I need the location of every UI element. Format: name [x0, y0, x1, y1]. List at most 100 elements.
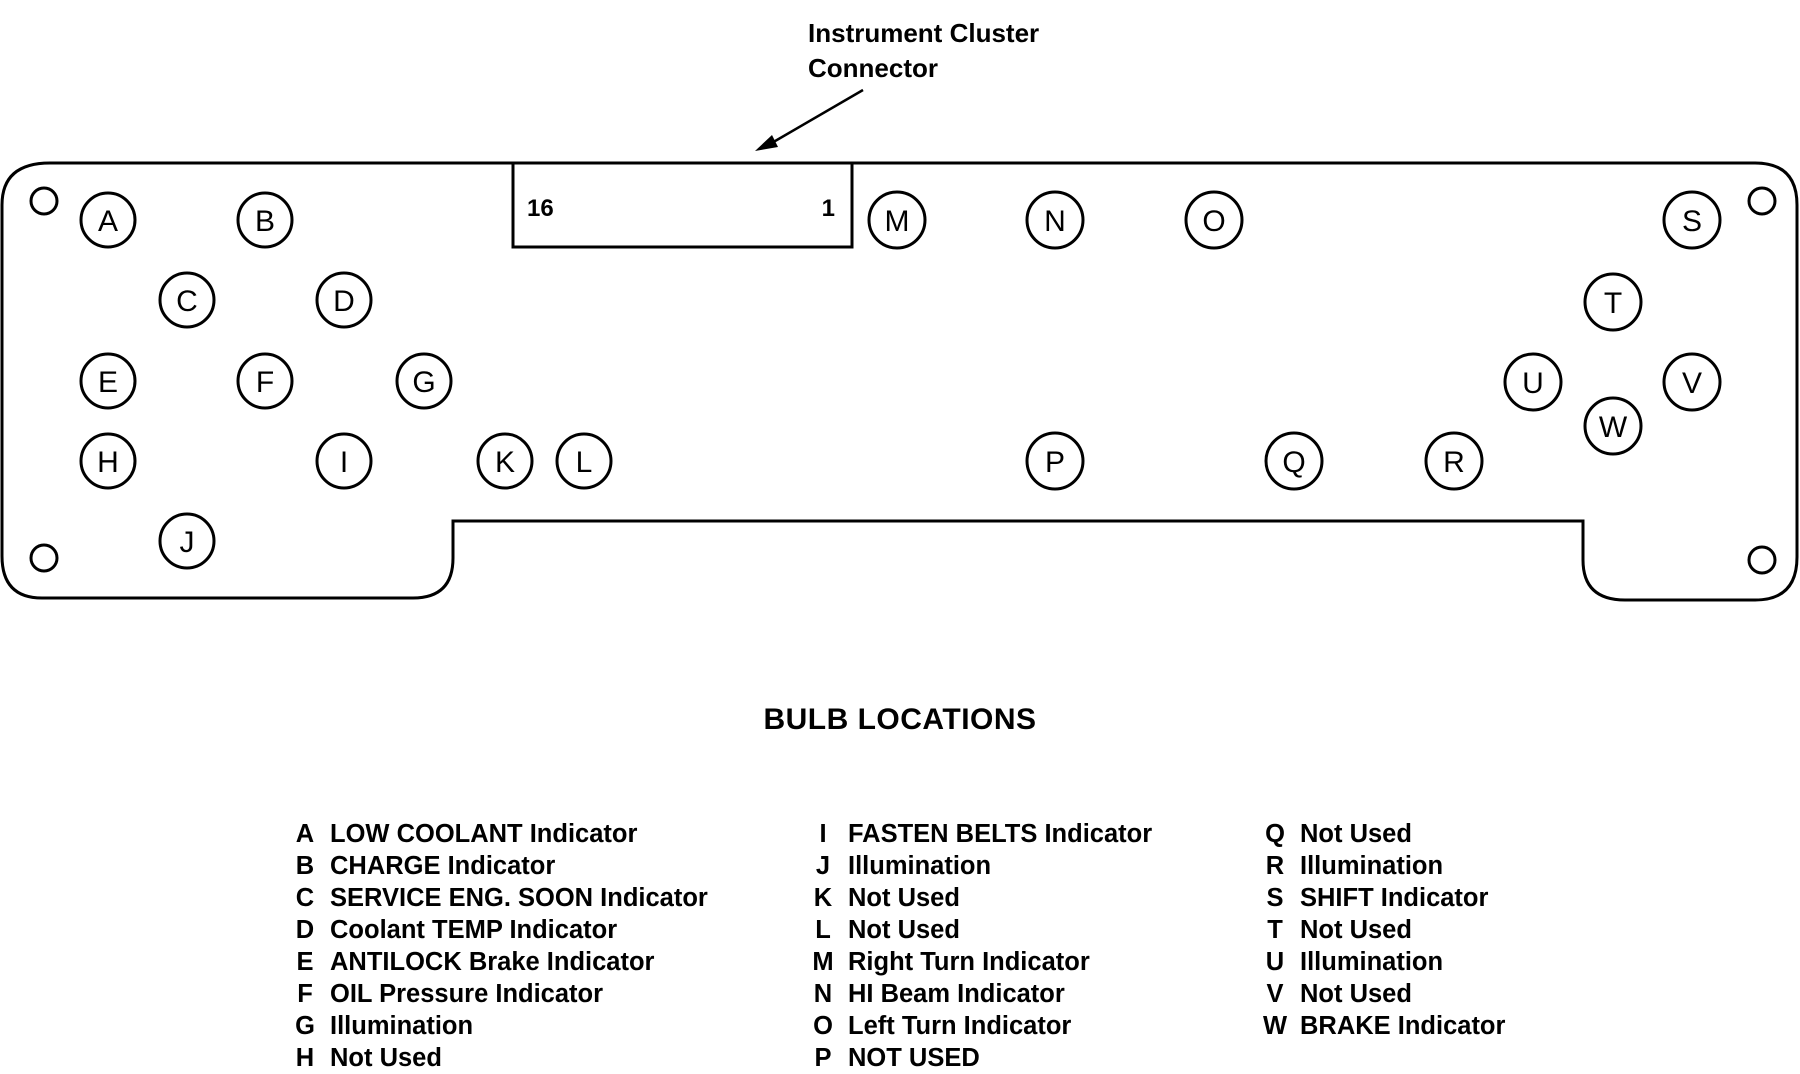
bulb-socket-V: V [1662, 352, 1722, 412]
legend-description: Illumination [848, 852, 992, 880]
legend-letter: F [297, 980, 313, 1008]
legend-description: Not Used [330, 1044, 442, 1072]
circuit-board-outline [0, 161, 1799, 602]
legend-letter: P [814, 1044, 832, 1072]
bulb-socket-S: S [1662, 190, 1722, 250]
bulb-socket-C: C [158, 271, 216, 329]
legend-item: T Not Used [1250, 914, 1505, 946]
legend-letter: K [813, 884, 833, 912]
bulb-label-M: M [885, 205, 910, 238]
bulb-label-W: W [1599, 411, 1628, 444]
bulb-label-G: G [412, 366, 435, 399]
bulb-socket-T: T [1583, 272, 1643, 332]
legend-description: Not Used [848, 884, 960, 912]
bulb-label-D: D [333, 285, 355, 318]
legend-description: HI Beam Indicator [848, 980, 1065, 1008]
bulb-label-K: K [495, 446, 515, 479]
callout-arrow-line [769, 88, 864, 146]
legend-description: Illumination [1300, 948, 1444, 976]
legend-description: Not Used [1300, 916, 1412, 944]
legend-description: Right Turn Indicator [848, 948, 1090, 976]
legend-letter: V [1266, 980, 1284, 1008]
callout-label-line1: Instrument Cluster [808, 18, 1039, 48]
bulb-socket-F: F [236, 352, 294, 410]
legend-item: G Illumination [280, 1010, 708, 1042]
bulb-socket-R: R [1424, 431, 1484, 491]
bulb-socket-U: U [1503, 352, 1563, 412]
legend-letter: I [819, 820, 827, 848]
bulb-socket-J: J [158, 512, 216, 570]
instrument-cluster-connector [511, 161, 854, 249]
bulb-label-F: F [256, 366, 274, 399]
legend-letter: T [1267, 916, 1283, 944]
bulb-label-I: I [340, 446, 348, 479]
bulb-label-L: L [576, 446, 593, 479]
legend-description: Coolant TEMP Indicator [330, 916, 618, 944]
bulb-socket-K: K [476, 432, 534, 490]
connector-pin-1-label: 1 [822, 195, 835, 222]
bulb-label-P: P [1045, 446, 1065, 479]
legend-letter: C [295, 884, 315, 912]
legend-item: F OIL Pressure Indicator [280, 978, 708, 1010]
callout-arrowhead [755, 135, 778, 151]
bulb-label-T: T [1604, 287, 1622, 320]
bulb-label-V: V [1682, 367, 1702, 400]
legend-description: Not Used [1300, 980, 1412, 1008]
legend-letter: O [813, 1012, 833, 1040]
mounting-hole [1747, 186, 1777, 216]
legend-letter: E [296, 948, 314, 976]
mounting-hole [29, 186, 59, 216]
bulb-label-O: O [1202, 205, 1225, 238]
legend-description: NOT USED [848, 1044, 980, 1072]
legend-item: U Illumination [1250, 946, 1505, 978]
legend-letter: N [813, 980, 833, 1008]
bulb-label-H: H [97, 446, 119, 479]
legend-letter: G [295, 1012, 315, 1040]
bulb-label-A: A [98, 205, 118, 238]
bulb-socket-E: E [79, 352, 137, 410]
bulb-socket-N: N [1025, 190, 1085, 250]
callout-label-line2: Connector [808, 53, 938, 83]
bulb-socket-Q: Q [1264, 431, 1324, 491]
legend-item: W BRAKE Indicator [1250, 1010, 1505, 1042]
bulb-socket-G: G [395, 352, 453, 410]
bulb-socket-W: W [1583, 396, 1643, 456]
bulb-socket-H: H [79, 432, 137, 490]
legend-description: FASTEN BELTS Indicator [848, 820, 1153, 848]
legend-item: H Not Used [280, 1042, 708, 1074]
legend-description: BRAKE Indicator [1300, 1012, 1506, 1040]
legend-description: SERVICE ENG. SOON Indicator [330, 884, 708, 912]
bulb-label-C: C [176, 285, 198, 318]
bulb-socket-A: A [79, 191, 137, 249]
legend-letter: L [815, 916, 831, 944]
legend-letter: A [295, 820, 315, 848]
legend-description: OIL Pressure Indicator [330, 980, 604, 1008]
legend-item: I FASTEN BELTS Indicator [798, 818, 1152, 850]
legend-item: V Not Used [1250, 978, 1505, 1010]
diagram-title: BULB LOCATIONS [763, 703, 1037, 736]
bulb-socket-O: O [1184, 190, 1244, 250]
bulb-label-N: N [1044, 205, 1066, 238]
legend-letter: H [295, 1044, 315, 1072]
mounting-hole [29, 543, 59, 573]
legend-letter: D [295, 916, 315, 944]
bulb-label-U: U [1522, 367, 1544, 400]
bulb-label-S: S [1682, 205, 1702, 238]
legend-description: Illumination [330, 1012, 474, 1040]
legend-letter: W [1262, 1012, 1288, 1040]
cluster-board-diagram: 16 1 Instrument Cluster Connector A B C … [0, 18, 1799, 602]
bulb-socket-L: L [555, 432, 613, 490]
legend-letter: U [1265, 948, 1285, 976]
legend-letter: B [295, 852, 315, 880]
bulb-label-R: R [1443, 446, 1465, 479]
bulb-label-B: B [255, 205, 275, 238]
legend-description: SHIFT Indicator [1300, 884, 1489, 912]
